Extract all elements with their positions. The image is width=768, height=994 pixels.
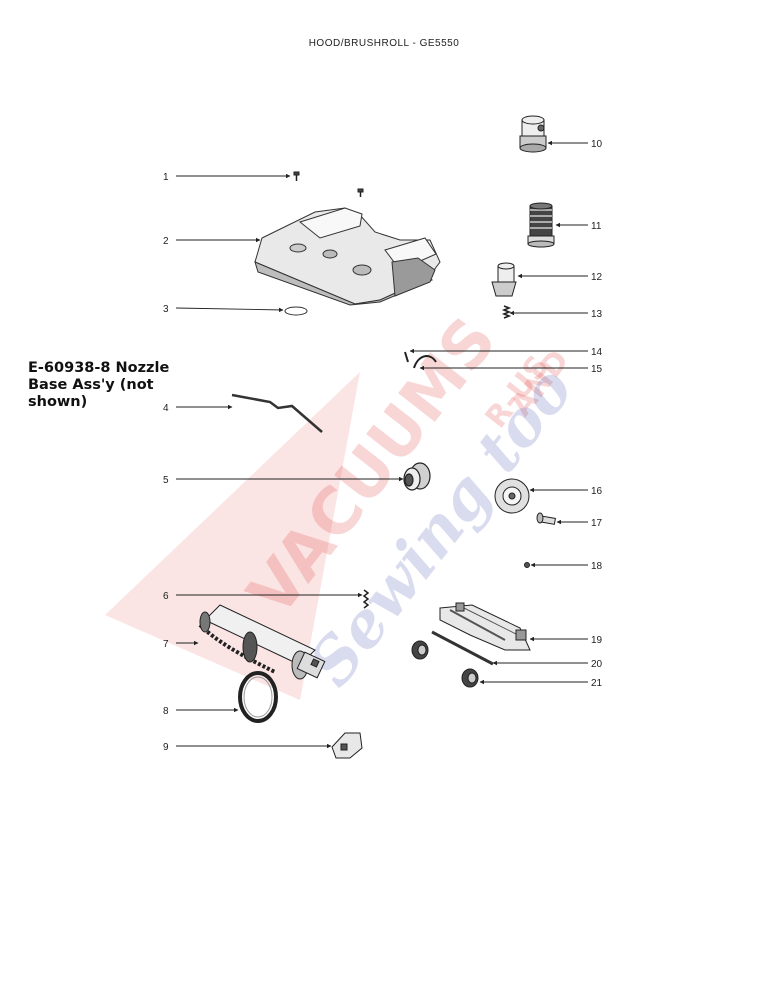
callout-14: 14 bbox=[591, 347, 603, 358]
callout-19: 19 bbox=[591, 635, 603, 646]
part-19-frame bbox=[439, 602, 531, 651]
callout-6: 6 bbox=[163, 591, 169, 602]
callout-7: 7 bbox=[163, 639, 169, 650]
leader-lines bbox=[175, 140, 588, 749]
callout-5: 5 bbox=[163, 475, 169, 486]
callout-17: 17 bbox=[591, 518, 603, 529]
nozzle-base-note: E-60938-8 Nozzle Base Ass'y (not shown) bbox=[28, 360, 170, 410]
part-15-clip bbox=[413, 355, 437, 369]
callout-1: 1 bbox=[163, 172, 169, 183]
part-10-adapter bbox=[519, 115, 547, 153]
part-1-screw bbox=[293, 171, 364, 197]
part-12-pivot bbox=[491, 262, 517, 297]
callout-2: 2 bbox=[163, 236, 169, 247]
callout-18: 18 bbox=[591, 561, 603, 572]
part-4-bracket bbox=[231, 393, 323, 433]
part-11-coupling bbox=[527, 202, 555, 248]
part-2-hood bbox=[254, 207, 441, 306]
watermark-triangle bbox=[105, 372, 360, 700]
callout-21: 21 bbox=[591, 678, 603, 689]
callout-12: 12 bbox=[591, 272, 603, 283]
callout-20: 20 bbox=[591, 659, 603, 670]
part-8-belt bbox=[238, 671, 278, 723]
callout-13: 13 bbox=[591, 309, 603, 320]
part-9-cover bbox=[331, 732, 363, 759]
part-3-seal bbox=[284, 306, 308, 316]
part-16-wheel bbox=[494, 478, 530, 514]
callout-8: 8 bbox=[163, 706, 169, 717]
callout-4: 4 bbox=[163, 403, 169, 414]
callout-11: 11 bbox=[591, 221, 602, 232]
part-13-spring bbox=[501, 305, 512, 319]
callout-9: 9 bbox=[163, 742, 169, 753]
part-21-rollers bbox=[411, 640, 479, 688]
callout-10: 10 bbox=[591, 139, 603, 150]
part-18-nut bbox=[524, 562, 530, 568]
part-7-brushroll bbox=[198, 604, 326, 680]
part-14-pin bbox=[404, 351, 409, 363]
part-5-drive bbox=[403, 462, 431, 491]
part-6-spring bbox=[362, 589, 370, 609]
part-17-axle bbox=[536, 512, 556, 525]
callout-3: 3 bbox=[163, 304, 169, 315]
callout-15: 15 bbox=[591, 364, 603, 375]
part-20-rod bbox=[431, 630, 494, 666]
callout-16: 16 bbox=[591, 486, 603, 497]
callout-numbers: 1 2 3 4 5 6 7 8 9 10 11 12 13 14 15 16 1… bbox=[163, 139, 603, 753]
page-title: HOOD/BRUSHROLL - GE5550 bbox=[308, 38, 460, 49]
